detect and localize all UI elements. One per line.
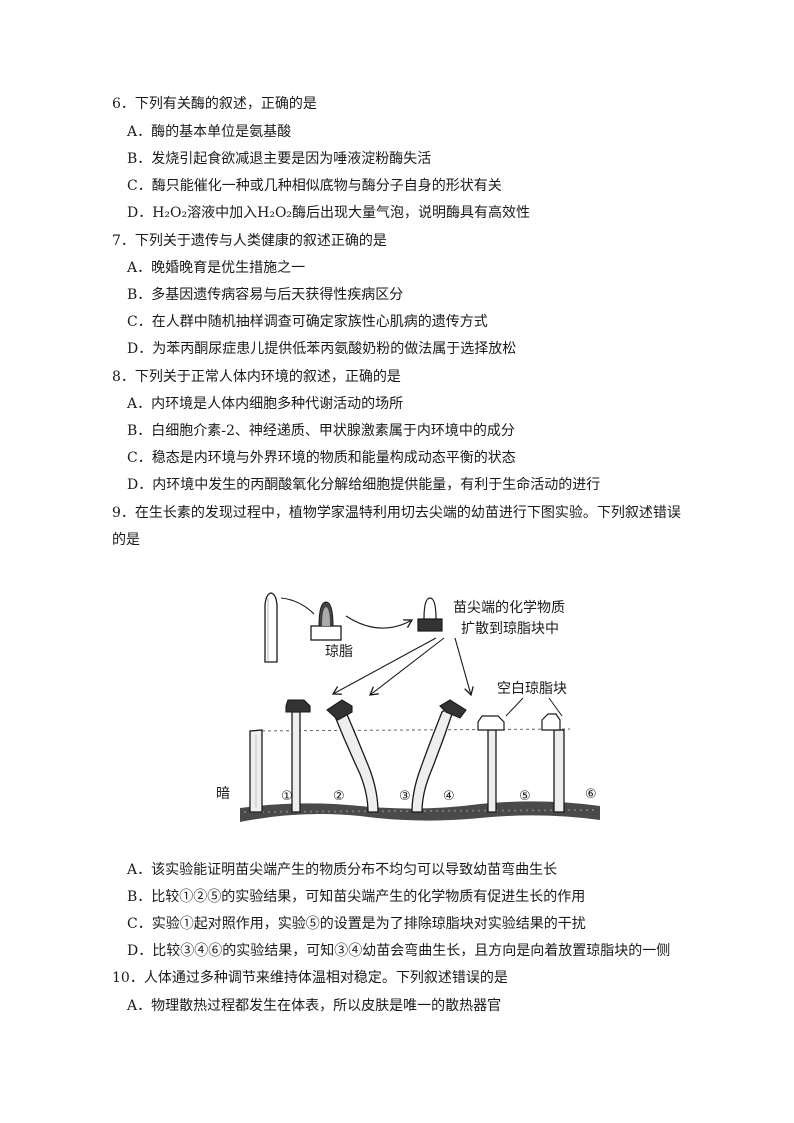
number-2: ② <box>333 789 345 804</box>
question-6-option-c: C．酶只能催化一种或几种相似底物与酶分子自身的形状有关 <box>127 178 502 194</box>
number-6: ⑥ <box>585 787 597 802</box>
question-7-option-d: D．为苯丙酮尿症患儿提供低苯丙氨酸奶粉的做法属于选择放松 <box>127 341 517 357</box>
number-5: ⑤ <box>519 789 531 804</box>
seedling-4 <box>411 699 467 813</box>
question-8-option-c: C．稳态是内环境与外界环境的物质和能量构成动态平衡的状态 <box>127 450 516 466</box>
ground <box>240 801 600 822</box>
height-reference-line <box>249 728 571 732</box>
seedling-3 <box>326 699 379 813</box>
question-6-option-d: D．H₂O₂溶液中加入H₂O₂酶后出现大量气泡，说明酶具有高效性 <box>127 205 531 221</box>
arrow-to-seedling-2 <box>331 637 437 695</box>
seedling-6 <box>541 713 565 813</box>
number-1: ① <box>281 789 293 804</box>
question-8-option-a: A．内环境是人体内细胞多种代谢活动的场所 <box>127 396 404 412</box>
label-dark: 暗 <box>216 786 230 802</box>
label-diffuse-line1: 苗尖端的化学物质 <box>453 600 565 616</box>
question-9-option-c: C．实验①起对照作用，实验⑤的设置是为了排除琼脂块对实验结果的干扰 <box>127 916 586 932</box>
question-6-stem: 6．下列有关酶的叙述，正确的是 <box>112 96 317 112</box>
question-7-option-c: C．在人群中随机抽样调查可确定家族性心肌病的遗传方式 <box>127 314 488 330</box>
label-blank-agar: 空白琼脂块 <box>497 681 567 697</box>
question-6-option-b: B．发烧引起食欲减退主要是因为唾液淀粉酶失活 <box>127 151 432 167</box>
number-3: ③ <box>399 789 411 804</box>
arrow-to-agar <box>345 615 414 629</box>
question-9-stem-line1: 9．在生长素的发现过程中，植物学家温特利用切去尖端的幼苗进行下图实验。下列叙述错… <box>112 505 681 521</box>
label-diffuse-line2: 扩散到琼脂块中 <box>461 621 559 637</box>
question-6-option-a: A．酶的基本单位是氨基酸 <box>127 124 292 140</box>
treated-agar-with-tip <box>417 597 443 632</box>
question-9-option-a: A．该实验能证明苗尖端产生的物质分布不均匀可以导致幼苗弯曲生长 <box>127 862 558 878</box>
question-8-option-b: B．白细胞介素-2、神经递质、甲状腺激素属于内环境中的成分 <box>127 423 515 439</box>
question-9-option-b: B．比较①②⑤的实验结果，可知苗尖端产生的化学物质有促进生长的作用 <box>127 889 586 905</box>
question-9-stem-line2: 的是 <box>112 532 140 548</box>
question-8-option-d: D．内环境中发生的丙酮酸氧化分解给细胞提供能量，有利于生命活动的进行 <box>127 477 601 493</box>
question-7-option-a: A．晚婚晚育是优生措施之一 <box>127 260 306 276</box>
label-agar: 琼脂 <box>325 644 353 660</box>
tip-on-agar <box>310 601 342 641</box>
question-7-option-b: B．多基因遗传病容易与后天获得性疾病区分 <box>127 287 404 303</box>
pointer-blank-agar-5 <box>505 697 524 717</box>
number-4: ④ <box>443 789 455 804</box>
seedling-5 <box>477 715 505 813</box>
seedling-with-tip <box>264 592 278 663</box>
arrow-to-seedling-2b <box>368 637 445 696</box>
question-10-stem: 10．人体通过多种调节来维持体温相对稳定。下列叙述错误的是 <box>112 970 508 986</box>
question-9-option-d: D．比较③④⑥的实验结果，可知③④幼苗会弯曲生长，且方向是向着放置琼脂块的一侧 <box>127 943 671 959</box>
seedling-1 <box>249 729 263 813</box>
arrow-to-seedling-4 <box>454 637 474 697</box>
seedling-2 <box>285 699 311 813</box>
question-8-stem: 8．下列关于正常人体内环境的叙述，正确的是 <box>112 369 401 385</box>
pointer-blank-agar-6 <box>548 697 563 717</box>
arrow-cut-tip <box>280 597 315 615</box>
question-10-option-a: A．物理散热过程都发生在体表，所以皮肤是唯一的散热器官 <box>127 998 502 1014</box>
question-7-stem: 7．下列关于遗传与人类健康的叙述正确的是 <box>112 233 387 249</box>
